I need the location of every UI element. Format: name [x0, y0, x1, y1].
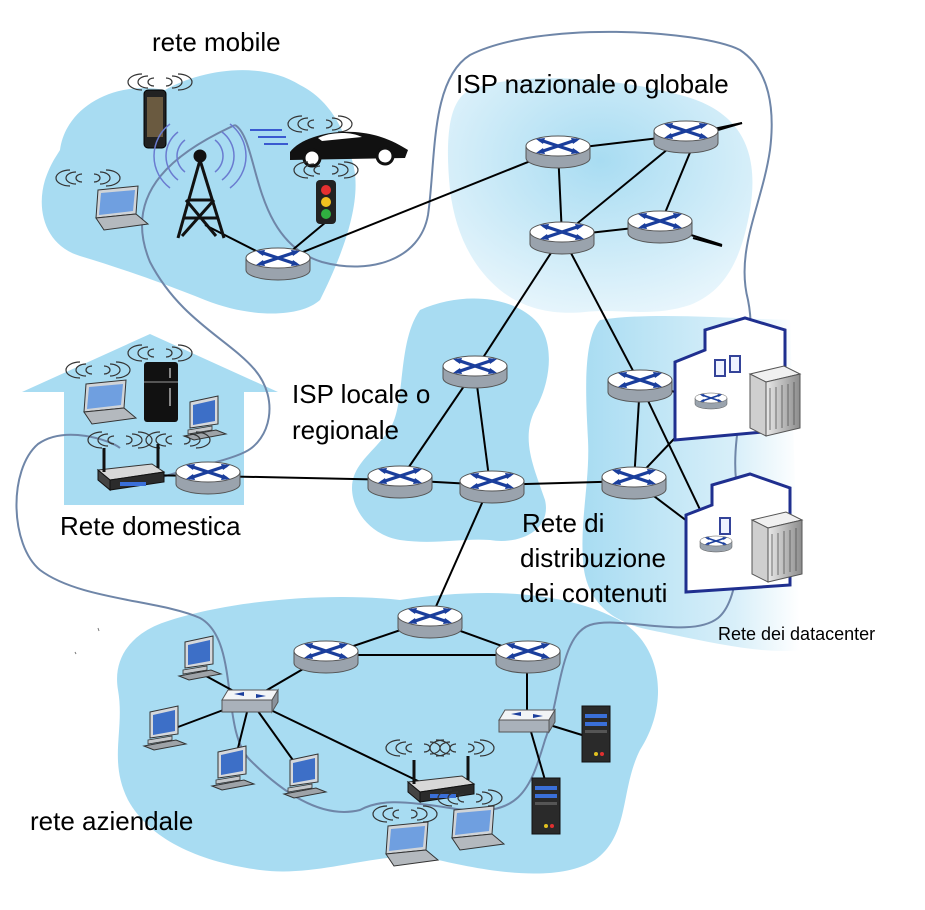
- cell-tower-icon: [153, 123, 247, 239]
- router-icon: [528, 220, 596, 256]
- router-icon: [441, 354, 509, 390]
- traffic-light-icon: [293, 161, 359, 224]
- router-icon: [244, 246, 312, 282]
- car-icon: [250, 115, 408, 168]
- router-icon: [366, 464, 434, 500]
- switch-icon: [498, 709, 556, 733]
- router-icon: [494, 639, 562, 675]
- label-cdn-line3: dei contenuti: [520, 578, 667, 608]
- switch-icon: [221, 689, 279, 713]
- building-icon: [714, 355, 741, 535]
- router-icon: [524, 134, 592, 170]
- mobile-region: [41, 70, 356, 314]
- mobile-network: [55, 73, 408, 282]
- label-datacenter: Rete dei datacenter: [718, 624, 875, 644]
- label-local-isp-line1: ISP locale o: [292, 379, 430, 409]
- router-icon: [292, 639, 360, 675]
- label-mobile-network: rete mobile: [152, 27, 281, 57]
- label-local-isp-line2: regionale: [292, 415, 399, 445]
- router-icon: [600, 465, 668, 501]
- router-icon: [695, 393, 727, 409]
- server-icon: [531, 777, 561, 835]
- server-icon: [751, 511, 803, 583]
- label-enterprise-network: rete aziendale: [30, 806, 193, 836]
- fridge-icon: [127, 344, 193, 422]
- label-cdn-line1: Rete di: [522, 508, 604, 538]
- router-icon: [174, 460, 242, 496]
- router-icon: [652, 119, 720, 155]
- isp-global-region: [447, 78, 753, 313]
- server-icon: [581, 705, 611, 763]
- router-icon: [606, 368, 674, 404]
- router-icon: [626, 209, 694, 245]
- label-cdn-line2: distribuzione: [520, 543, 666, 573]
- label-home-network: Rete domestica: [60, 511, 241, 541]
- router-icon: [396, 604, 464, 640]
- router-icon: [458, 469, 526, 505]
- router-icon: [700, 536, 732, 552]
- server-icon: [749, 365, 801, 437]
- boundary-curve: [15, 30, 773, 813]
- datacenter-network: [600, 316, 803, 594]
- label-global-isp: ISP nazionale o globale: [456, 69, 729, 99]
- home-network: [65, 344, 242, 496]
